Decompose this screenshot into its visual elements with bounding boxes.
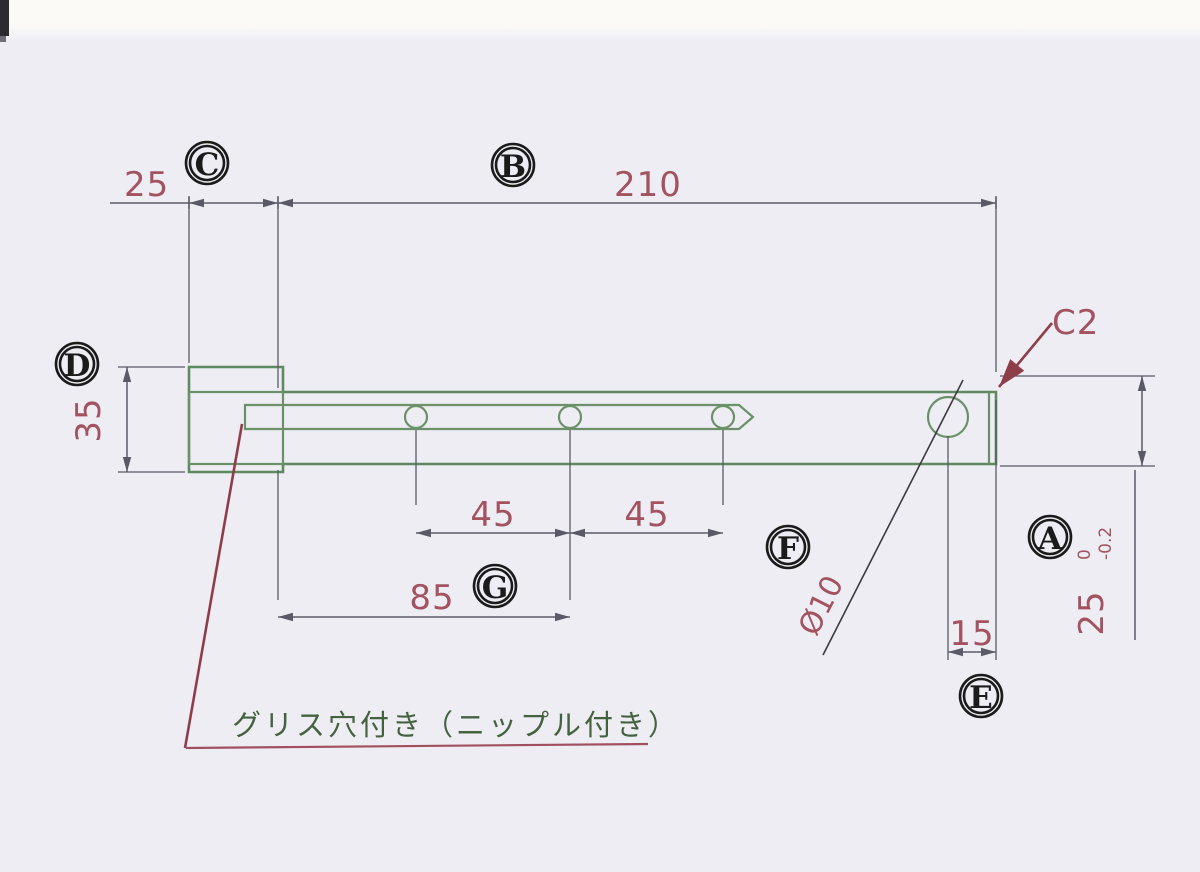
grease-hole bbox=[710, 404, 736, 430]
callout-d10: Ø10 bbox=[792, 570, 851, 641]
left-dimension-group: 35 D bbox=[54, 341, 185, 473]
dim-value-15: 15 bbox=[949, 614, 994, 654]
paper-top-band bbox=[0, 0, 1200, 30]
hole-diameter-callout-group: Ø10 F bbox=[765, 379, 964, 656]
balloon-C[interactable]: C bbox=[184, 140, 230, 186]
balloon-G[interactable]: G bbox=[472, 563, 518, 609]
balloon-B-circle bbox=[490, 142, 536, 188]
dim-value-210: 210 bbox=[614, 165, 682, 205]
balloon-E-circle bbox=[958, 673, 1004, 719]
grease-note-text: グリス穴付き（ニップル付き） bbox=[232, 708, 680, 742]
balloon-E-letter: E bbox=[969, 680, 993, 716]
balloon-F[interactable]: F bbox=[765, 524, 811, 570]
part-grease-channel bbox=[243, 403, 755, 431]
dim-value-35: 35 bbox=[69, 397, 109, 442]
balloon-E-circle-inner bbox=[962, 677, 1000, 715]
dim-value-85: 85 bbox=[409, 578, 454, 618]
balloon-D-circle bbox=[54, 341, 100, 387]
balloon-F-circle bbox=[765, 524, 811, 570]
balloon-D-circle-inner bbox=[58, 345, 96, 383]
balloon-A[interactable]: A bbox=[1027, 514, 1073, 560]
balloon-G-letter: G bbox=[482, 570, 508, 606]
callout-c2: C2 bbox=[1052, 303, 1099, 343]
balloon-A-circle-inner bbox=[1031, 518, 1069, 556]
part-head-outline bbox=[187, 365, 998, 474]
grease-hole bbox=[557, 404, 583, 430]
dim-value-45-first: 45 bbox=[470, 495, 515, 535]
balloon-A-circle bbox=[1027, 514, 1073, 560]
chamfer-callout-group: C2 bbox=[997, 303, 1099, 388]
paper-gradient-band bbox=[0, 26, 1200, 40]
dim-value-25-right: 25 bbox=[1072, 590, 1112, 635]
balloon-B[interactable]: B bbox=[490, 142, 536, 188]
balloon-F-circle-inner bbox=[769, 528, 807, 566]
pin-hole-d10 bbox=[926, 395, 970, 439]
balloon-B-circle-inner bbox=[494, 146, 532, 184]
balloon-C-circle bbox=[184, 140, 230, 186]
scan-edge-artifact-secondary bbox=[0, 36, 6, 42]
balloon-D-letter: D bbox=[64, 348, 91, 384]
balloon-A-letter: A bbox=[1037, 521, 1063, 557]
bottom-dimension-group: 45 45 85 G bbox=[277, 430, 724, 622]
grease-note-group: グリス穴付き（ニップル付き） bbox=[183, 423, 680, 750]
part-outline-group bbox=[187, 365, 998, 474]
grease-hole bbox=[403, 404, 429, 430]
dim-15-group: 15 E bbox=[947, 400, 1004, 719]
balloon-D[interactable]: D bbox=[54, 341, 100, 387]
balloon-B-letter: B bbox=[500, 149, 526, 185]
top-dimension-group: 25 210 C B bbox=[110, 140, 997, 388]
dim-tolerance-upper: 0 bbox=[1075, 549, 1095, 560]
balloon-C-letter: C bbox=[195, 147, 220, 183]
dim-tolerance-lower: -0.2 bbox=[1096, 527, 1116, 560]
leader-line-grease-note bbox=[183, 423, 244, 749]
leader-line-d10 bbox=[822, 379, 964, 656]
balloon-C-circle-inner bbox=[188, 144, 226, 182]
balloon-G-circle-inner bbox=[476, 567, 514, 605]
grease-note-underline bbox=[185, 742, 649, 750]
balloon-G-circle bbox=[472, 563, 518, 609]
dim-value-25-left: 25 bbox=[124, 165, 169, 205]
scan-edge-artifact bbox=[0, 0, 9, 36]
balloon-E[interactable]: E bbox=[958, 673, 1004, 719]
leader-line-c2 bbox=[997, 322, 1054, 388]
right-dimension-group: 25 0 -0.2 A bbox=[1000, 375, 1155, 640]
dim-value-45-second: 45 bbox=[624, 495, 669, 535]
balloon-F-letter: F bbox=[777, 531, 799, 567]
